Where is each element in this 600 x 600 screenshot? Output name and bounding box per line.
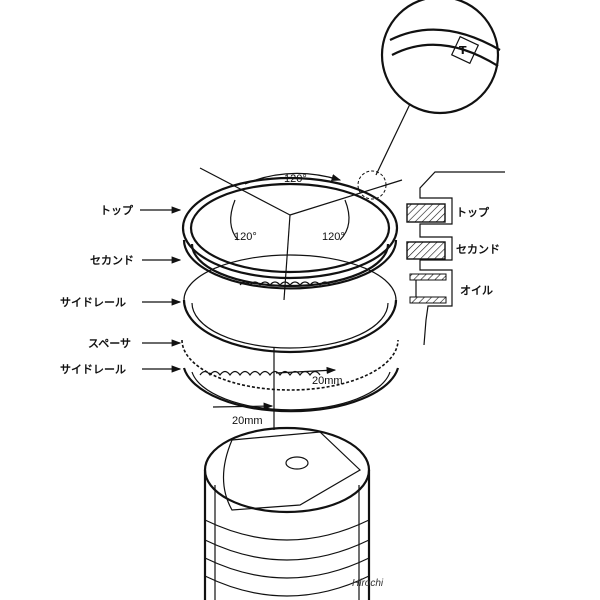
label-side-rail-lower: サイドレール (60, 363, 126, 376)
gap-label-spacer: 20mm (312, 375, 343, 387)
angle-label-right: 120° (322, 231, 345, 243)
section-label-top: トップ (456, 205, 490, 219)
upper-side-rail (182, 254, 398, 354)
lower-side-rail (182, 367, 400, 413)
gap-label-rail: 20mm (232, 415, 263, 427)
label-spacer: スペーサ (88, 337, 131, 350)
ring-groove-cross-section: トップ セカンド オイル (406, 171, 505, 346)
ring-gap-inset: T (357, 0, 501, 200)
label-second: セカンド (90, 254, 134, 267)
top-ring (181, 176, 399, 280)
section-label-second: セカンド (456, 243, 500, 256)
section-label-oil: オイル (460, 284, 493, 297)
spacer (181, 339, 399, 391)
label-side-rail-upper: サイドレール (60, 296, 126, 309)
top-mark-text: T (459, 44, 467, 57)
gap-angle-lines (199, 167, 403, 430)
watermark: Hirochi (352, 578, 384, 589)
angle-label-top: 120° (284, 173, 307, 185)
angle-label-left: 120° (234, 231, 257, 243)
piston (203, 426, 371, 600)
left-labels: トップ セカンド サイドレール スペーサ サイドレール (60, 203, 182, 376)
label-top: トップ (100, 203, 134, 217)
